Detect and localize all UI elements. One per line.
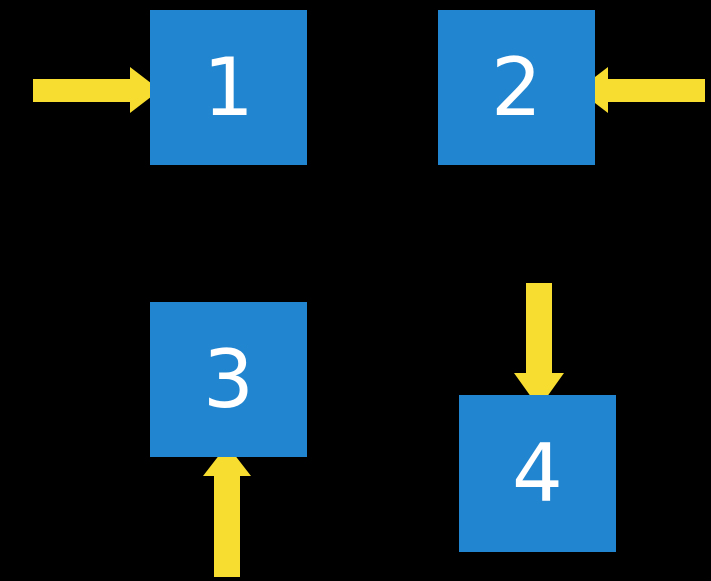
arrow-up-icon (203, 445, 251, 577)
diagram-node-3-label: 3 (203, 332, 254, 426)
diagram-node-3[interactable]: 3 (150, 302, 307, 457)
arrow-right-into-node-1[interactable] (33, 66, 161, 114)
diagram-node-4[interactable]: 4 (459, 395, 616, 552)
arrow-right-icon (33, 67, 160, 113)
arrow-down-into-node-4[interactable] (513, 283, 565, 409)
diagram-node-1-label: 1 (203, 40, 254, 134)
diagram-node-2-label: 2 (491, 40, 542, 134)
arrow-down-icon (514, 283, 564, 408)
arrow-up-into-node-3[interactable] (202, 445, 252, 577)
diagram-node-2[interactable]: 2 (438, 10, 595, 165)
diagram-node-1[interactable]: 1 (150, 10, 307, 165)
arrow-left-into-node-2[interactable] (577, 66, 705, 114)
arrow-left-icon (578, 67, 705, 113)
diagram-node-4-label: 4 (512, 426, 563, 520)
